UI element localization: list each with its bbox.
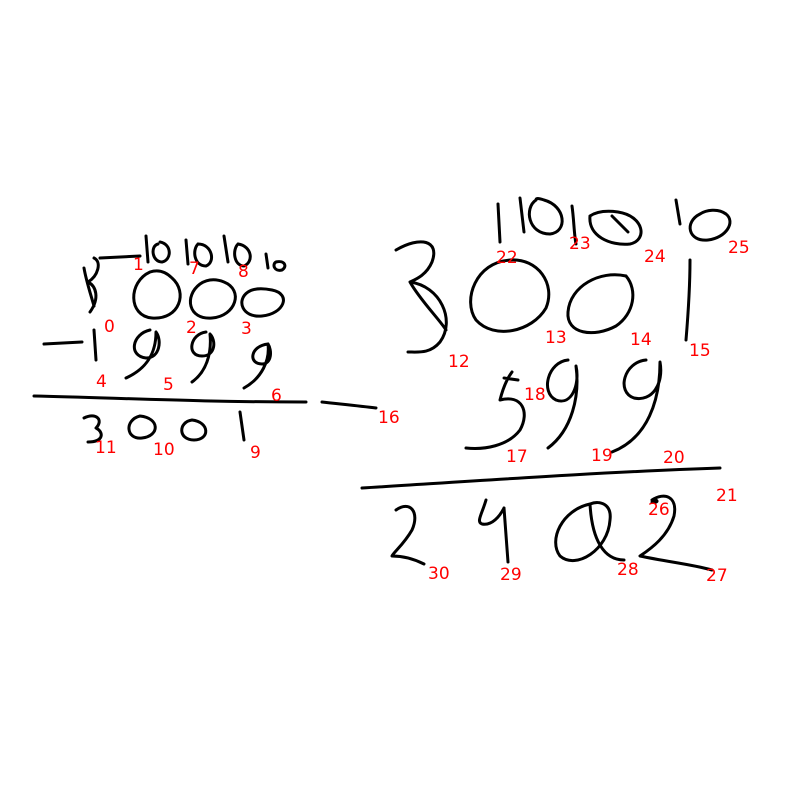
- label-27: 27: [706, 566, 728, 586]
- stroke-7: [184, 238, 214, 268]
- label-13: 13: [545, 328, 567, 348]
- stroke-23: [518, 196, 564, 236]
- label-18: 18: [524, 385, 546, 405]
- stroke-8: [222, 234, 287, 272]
- label-14: 14: [630, 330, 652, 350]
- label-26: 26: [648, 500, 670, 520]
- stroke-22: [496, 202, 502, 244]
- label-22: 22: [496, 248, 518, 268]
- label-3: 3: [241, 319, 252, 339]
- label-28: 28: [617, 560, 639, 580]
- label-12: 12: [448, 352, 470, 372]
- stroke-24: [570, 204, 643, 246]
- label-15: 15: [689, 341, 711, 361]
- stroke-4: [42, 328, 98, 362]
- label-2: 2: [186, 318, 197, 338]
- stroke-26: [638, 494, 714, 572]
- label-29: 29: [500, 565, 522, 585]
- label-4: 4: [96, 372, 107, 392]
- label-23: 23: [569, 234, 591, 254]
- label-17: 17: [506, 447, 528, 467]
- stroke-2: [132, 269, 182, 320]
- label-11: 11: [95, 438, 117, 458]
- stroke-9: [238, 410, 246, 442]
- left-problem: [32, 234, 378, 444]
- stroke-5b: [190, 330, 216, 384]
- label-8: 8: [238, 262, 249, 282]
- left-answer-line: [32, 394, 308, 404]
- stroke-14: [566, 273, 635, 335]
- stroke-18: [546, 358, 579, 450]
- label-10: 10: [153, 440, 175, 460]
- stroke-2b: [189, 278, 237, 320]
- label-9: 9: [250, 443, 261, 463]
- right-answer-line: [360, 466, 722, 490]
- label-20: 20: [663, 448, 685, 468]
- stroke-28: [554, 501, 626, 563]
- stroke-6: [242, 342, 272, 390]
- stroke-10: [127, 414, 157, 440]
- label-0: 0: [104, 317, 115, 337]
- label-30: 30: [428, 564, 450, 584]
- stroke-3: [240, 287, 285, 318]
- label-24: 24: [644, 247, 666, 267]
- label-25: 25: [728, 238, 750, 258]
- label-6: 6: [271, 386, 282, 406]
- right-problem: [360, 196, 732, 572]
- stroke-index-labels: 0 1 2 3 4 5 6 7 8 9 10 11 12 13 14 15 16…: [95, 234, 750, 586]
- label-1: 1: [133, 255, 144, 275]
- stroke-15: [684, 258, 692, 342]
- stroke-16: [320, 400, 378, 410]
- stroke-29: [478, 498, 510, 564]
- label-7: 7: [189, 259, 200, 279]
- label-5: 5: [163, 375, 174, 395]
- stroke-12: [394, 240, 448, 354]
- stroke-30: [390, 504, 426, 566]
- stroke-11: [82, 414, 103, 444]
- stroke-17: [464, 370, 526, 450]
- stroke-1: [98, 234, 171, 264]
- stroke-13: [469, 258, 551, 333]
- stroke-19: [610, 358, 663, 454]
- stroke-5: [124, 328, 161, 380]
- stroke-10b: [180, 418, 208, 442]
- stroke-26b: [650, 498, 659, 505]
- label-16: 16: [378, 408, 400, 428]
- stroke-25: [674, 198, 732, 242]
- label-19: 19: [591, 446, 613, 466]
- stroke-0: [82, 256, 100, 314]
- label-21: 21: [716, 486, 738, 506]
